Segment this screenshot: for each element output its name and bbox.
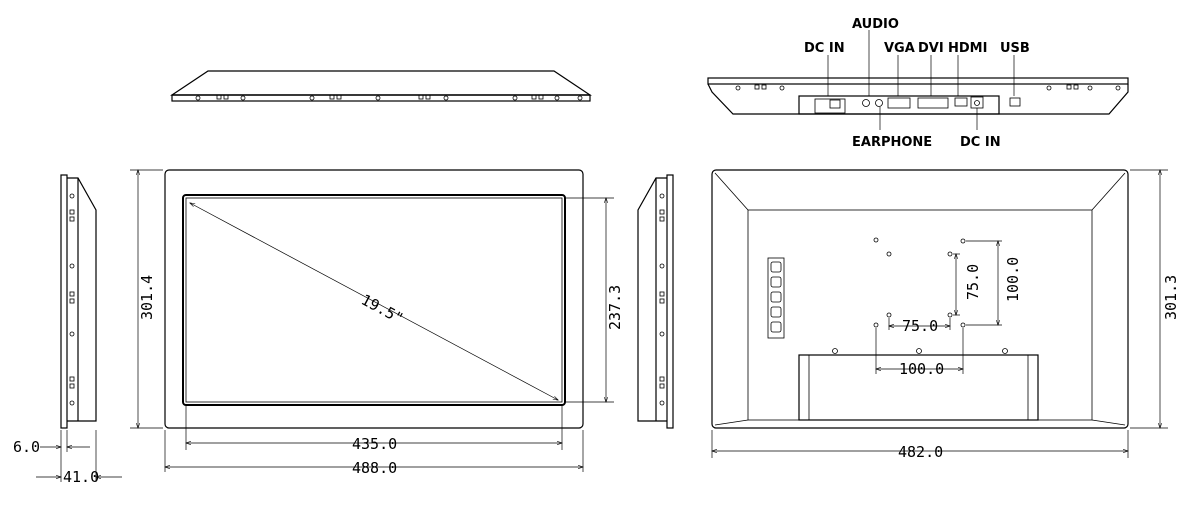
label-usb: USB	[1000, 41, 1030, 56]
top-view-right	[707, 30, 1129, 130]
label-dc-in-top: DC IN	[804, 41, 845, 56]
side-view-right	[637, 174, 674, 429]
dim-diagonal: 19.5"	[358, 291, 406, 328]
dim-front-width-inner: 435.0	[352, 435, 397, 453]
label-dc-in-bottom: DC IN	[960, 135, 1001, 150]
dim-vesa-100-v: 100.0	[1004, 257, 1022, 302]
dim-vesa-75-v: 75.0	[964, 264, 982, 300]
dim-front-height-inner: 237.3	[606, 285, 624, 330]
dim-back-height: 301.3	[1162, 275, 1180, 320]
label-hdmi: HDMI	[948, 41, 987, 56]
dim-front-height-outer: 301.4	[138, 275, 156, 320]
label-vga: VGA	[884, 41, 915, 56]
label-dvi: DVI	[918, 41, 944, 56]
dim-front-width-outer: 488.0	[352, 459, 397, 477]
dim-back-width: 482.0	[898, 443, 943, 461]
dim-vesa-100-h: 100.0	[899, 360, 944, 378]
side-view-left	[36, 174, 122, 482]
top-view-left	[170, 70, 592, 102]
dim-side-bezel: 6.0	[13, 438, 40, 456]
front-view	[130, 169, 614, 472]
dim-vesa-75-h: 75.0	[902, 317, 938, 335]
dim-side-depth: 41.0	[63, 468, 99, 486]
label-audio: AUDIO	[852, 17, 899, 32]
label-earphone: EARPHONE	[852, 135, 932, 150]
back-view	[711, 169, 1168, 458]
